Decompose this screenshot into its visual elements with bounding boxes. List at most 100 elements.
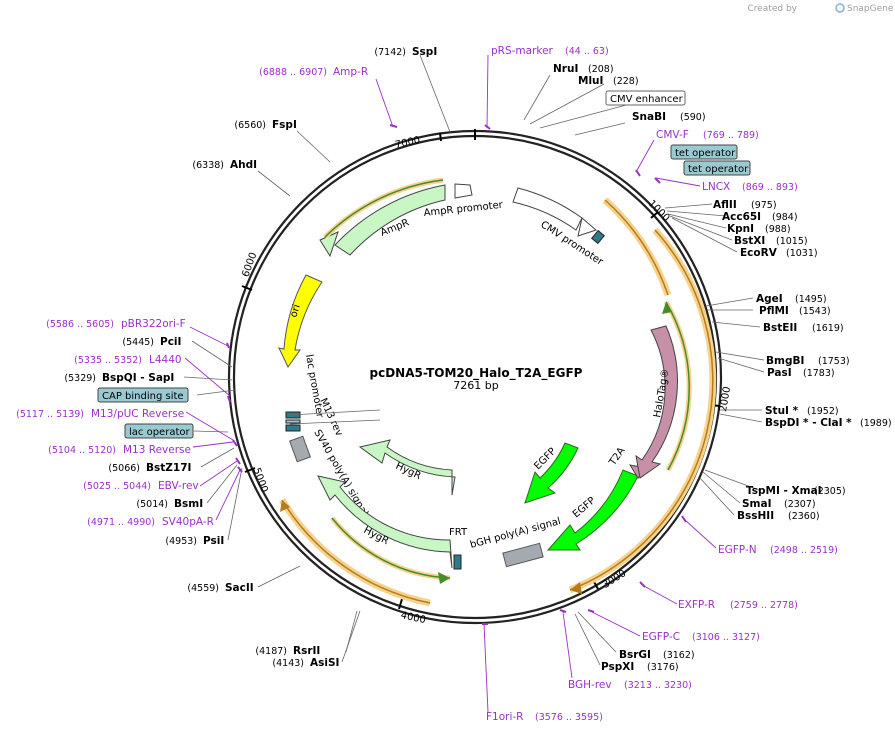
primer-pbr322ori-f: pBR322ori-F [121,318,186,330]
enzyme-pos-bmgbi: (1753) [818,356,850,367]
enzyme-snabi: SnaBI [632,111,666,123]
enzyme-pos-asisi: (4143) [272,658,304,669]
tet-operator-box-2 [683,160,751,176]
frt-label: FRT [449,527,468,538]
enzyme-bmgbi: BmgBI [766,355,804,367]
enzyme-pos-fspi: (6560) [234,120,266,131]
enzyme-pos-psii: (4953) [165,536,197,547]
enzyme-pos-aflii: (975) [751,200,777,211]
tet-operator-box-1 [670,144,738,160]
lac-cap-boxes[interactable] [285,411,311,463]
primer-pos-ebv-rev: (5025 .. 5044) [83,481,151,492]
bgh-polya-feature[interactable] [502,542,544,568]
snapgene-brand: SnapGene [847,4,894,14]
boxed-labels: CMV enhancer tet operator tet operator C… [97,90,751,439]
enzyme-smai: SmaI [742,498,772,510]
primer-m13-puc-reverse: M13/pUC Reverse [91,408,184,420]
lac-operator-label: lac operator [129,427,190,438]
primer-exfp-r: EXFP-R [678,599,715,611]
tick-5000: 5000 [251,466,270,494]
enzyme-pos-agei: (1495) [795,294,827,305]
ori-feature[interactable] [278,274,323,368]
enzyme-pasi: PasI [767,367,792,379]
tet-operator-label-1: tet operator [675,148,736,159]
enzyme-agei: AgeI [756,293,783,305]
enzyme-pos-sacii: (4559) [187,583,219,594]
frt-feature[interactable] [453,554,462,570]
t2a-label: T2A [607,445,628,468]
primer-pos-bgh-rev: (3213 .. 3230) [624,680,692,691]
hygr-feature-2[interactable] [317,475,453,584]
primer-pos-egfp-n: (2498 .. 2519) [770,545,838,556]
primer-pos-sv40pa-r: (4971 .. 4990) [87,517,155,528]
enzyme-pos-pspxi: (3176) [647,662,679,673]
primer-pos-cmv-f: (769 .. 789) [703,130,759,141]
primer-markers [226,124,687,625]
primer-ebv-rev: EBV-rev [158,480,199,492]
enzyme-tspmi-xmai: TspMI - XmaI [746,485,822,497]
primer-pos-amp-r: (6888 .. 6907) [259,67,327,78]
primer-lncx: LNCX [702,181,730,193]
enzyme-pos-ahdi: (6338) [192,160,224,171]
tick-2000: 2000 [718,386,733,413]
enzyme-pos-acc65i: (984) [772,212,798,223]
enzyme-pos-mlui: (228) [613,76,639,87]
enzyme-bsshii: BssHII [737,510,774,522]
primer-egfp-c: EGFP-C [642,631,680,643]
enzyme-pcii: PciI [160,336,181,348]
tick-4000: 4000 [400,610,427,626]
enzyme-pos-kpni: (988) [765,224,791,235]
enzyme-pos-bsrgi: (3162) [663,650,695,661]
primer-cmv-f: CMV-F [656,129,689,141]
primer-m13-reverse: M13 Reverse [123,444,191,456]
enzyme-pos-rsrii: (4187) [255,646,287,657]
map-title: pcDNA5-TOM20_Halo_T2A_EGFP [370,366,583,381]
enzyme-stui: StuI * [765,405,799,417]
primer-pos-f1ori-r: (3576 .. 3595) [535,712,603,723]
enzyme-bsrgi: BsrGI [619,649,651,661]
enzyme-pos-bsteii: (1619) [812,323,844,334]
ampr-promoter-feature[interactable] [454,183,473,199]
enzyme-pos-pasi: (1783) [803,368,835,379]
enzyme-pos-tspmi-xmai: (2305) [814,486,846,497]
halotag-feature[interactable] [635,300,692,479]
cmv-enhancer-label: CMV enhancer [610,94,684,105]
snapgene-logo [835,3,845,13]
tick-7000: 7000 [394,135,421,151]
enzyme-mlui: MluI [578,75,603,87]
enzyme-pos-bspdi-clai: (1989) [860,418,892,429]
leader-lines [183,54,765,666]
enzyme-pos-bsshii: (2360) [788,511,820,522]
tet-operator-label-2: tet operator [688,164,749,175]
primer-pos-l4440: (5335 .. 5352) [74,355,142,366]
egfp-feature-1[interactable] [524,442,579,504]
enzyme-ecorv: EcoRV [740,247,778,259]
ampr-feature[interactable] [319,177,446,258]
egfp-feature-2[interactable] [546,469,639,551]
primer-amp-r: Amp-R [333,66,368,78]
primer-egfp-n: EGFP-N [718,544,757,556]
enzyme-rsrii: RsrII [293,645,320,657]
enzyme-pos-stui: (1952) [807,406,839,417]
sv40-polya-label: SV40 poly(A) signal [311,428,369,518]
enzyme-sspi: SspI [412,46,437,58]
enzyme-pos-snabi: (590) [680,112,706,123]
lac-operator-box [124,423,194,439]
primer-pos-prs-marker: (44 .. 63) [565,46,609,57]
orange-arcs [279,197,717,607]
enzyme-asisi: AsiSI [310,657,339,669]
primer-sv40pa-r: SV40pA-R [162,516,214,528]
primer-pos-egfp-c: (3106 .. 3127) [692,632,760,643]
enzyme-bstxi: BstXI [734,235,765,247]
enzyme-nrui: NruI [553,63,578,75]
enzyme-pos-bsmi: (5014) [136,499,168,510]
primer-f1ori-r: F1ori-R [486,711,523,723]
enzyme-pos-ecorv: (1031) [786,248,818,259]
enzyme-bspdi-clai: BspDI * - ClaI * [765,417,852,429]
cap-binding-box [97,387,189,403]
primer-pos-m13-puc-reverse: (5117 .. 5139) [16,409,84,420]
hygr-feature-1[interactable] [358,439,456,496]
cmv-promoter-feature[interactable] [512,187,605,245]
enzyme-pos-bstxi: (1015) [776,236,808,247]
